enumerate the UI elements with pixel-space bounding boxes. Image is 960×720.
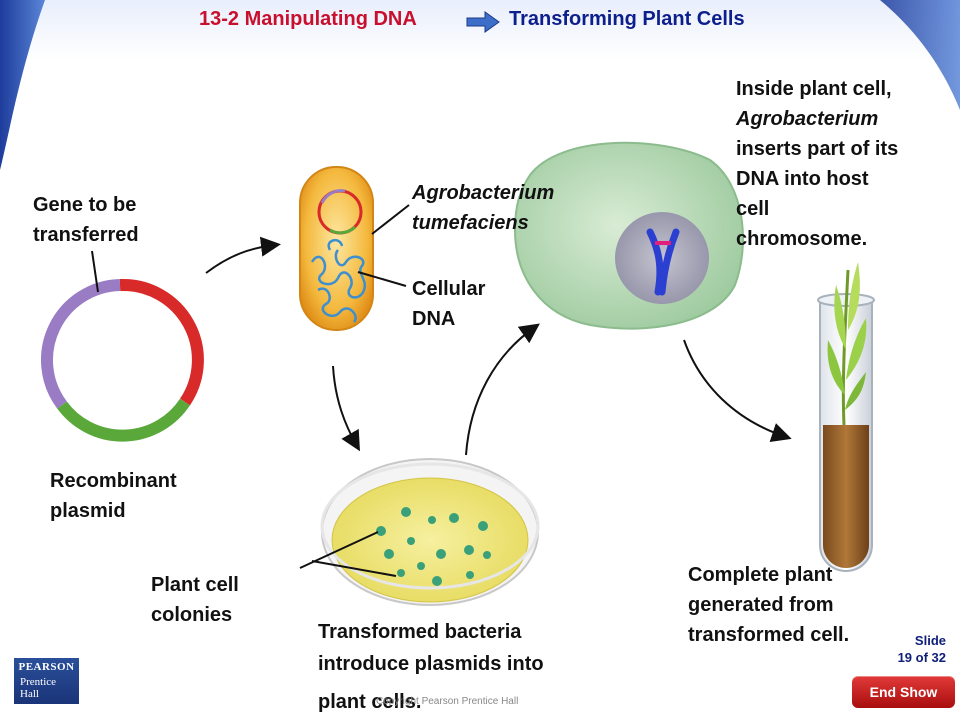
right-arrow-icon: [466, 11, 500, 33]
gene-label-line-2: transferred: [33, 224, 139, 246]
colonies-label-line-1: Plant cell: [151, 574, 239, 596]
colonies-label-line-2: colonies: [151, 604, 233, 626]
end-show-button[interactable]: End Show: [852, 676, 955, 708]
arrow-to-plant-cell: [465, 323, 540, 456]
complete-line-2: generated from: [688, 594, 834, 616]
agrobacterium-cell: [299, 166, 374, 331]
logo-line-3: Hall: [20, 688, 39, 700]
gene-pointer-line: [91, 250, 99, 293]
gene-label-line-1: Gene to be: [33, 194, 137, 216]
inside-cell-line-1: Inside plant cell,: [736, 78, 892, 100]
copyright-text: Copyright Pearson Prentice Hall: [376, 696, 519, 707]
petri-dish: [320, 458, 540, 606]
cellular-dna-label: Cellular DNA: [412, 274, 485, 334]
cellular-dna-label-line-1: Cellular: [412, 278, 486, 300]
arrow-to-dish: [332, 365, 360, 452]
complete-line-3: transformed cell.: [688, 624, 850, 646]
slide-title: Transforming Plant Cells: [509, 8, 745, 30]
colonies-pointer-line-2: [311, 560, 397, 577]
arrow-to-bacterium: [205, 236, 281, 274]
inside-cell-label: Inside plant cell, Agrobacterium inserts…: [736, 74, 898, 254]
plant-cell: [513, 141, 744, 330]
colonies-label: Plant cell colonies: [151, 570, 239, 630]
test-tube-plant: [817, 262, 875, 572]
logo-line-2: Prentice: [20, 676, 57, 688]
inside-cell-line-5: cell: [736, 198, 770, 220]
pearson-logo: PEARSON Prentice Hall: [14, 658, 79, 704]
logo-imprint: Prentice Hall: [20, 676, 56, 700]
cellular-dna-pointer-line: [357, 271, 407, 287]
agrobacterium-label-line-1: Agrobacterium: [412, 182, 555, 204]
slide-label: Slide: [914, 633, 946, 648]
plasmid-label-line-2: plasmid: [50, 500, 126, 522]
plasmid-ring: [41, 278, 204, 442]
transformed-bacteria-label: Transformed bacteria introduce plasmids …: [318, 616, 544, 718]
transformed-line-1: Transformed bacteria: [318, 621, 522, 643]
inside-cell-line-4: DNA into host: [736, 168, 869, 190]
logo-line-1: PEARSON: [18, 661, 75, 673]
agrobacterium-label-line-2: tumefaciens: [412, 212, 529, 234]
slide-header: 13-2 Manipulating DNA Transforming Plant…: [0, 8, 960, 38]
complete-plant-label: Complete plant generated from transforme…: [688, 560, 849, 650]
plasmid-label: Recombinant plasmid: [50, 466, 177, 526]
slide-count: 19 of 32: [897, 650, 946, 665]
agrobacterium-label: Agrobacterium tumefaciens: [412, 178, 554, 238]
transformed-line-2: introduce plasmids into: [318, 653, 544, 675]
complete-line-1: Complete plant: [688, 564, 833, 586]
inside-cell-line-2: Agrobacterium: [736, 108, 879, 130]
arrow-to-plant: [683, 339, 792, 443]
inside-cell-line-3: inserts part of its: [736, 138, 899, 160]
plasmid-label-line-1: Recombinant: [50, 470, 177, 492]
inside-cell-line-6: chromosome.: [736, 228, 868, 250]
transformed-line-3: plant cells.: [318, 691, 422, 713]
gene-label: Gene to be transferred: [33, 190, 139, 250]
section-title: 13-2 Manipulating DNA: [199, 8, 417, 30]
cellular-dna-label-line-2: DNA: [412, 308, 456, 330]
slide-number: Slide 19 of 32: [898, 632, 946, 666]
agro-pointer-line: [371, 204, 410, 235]
